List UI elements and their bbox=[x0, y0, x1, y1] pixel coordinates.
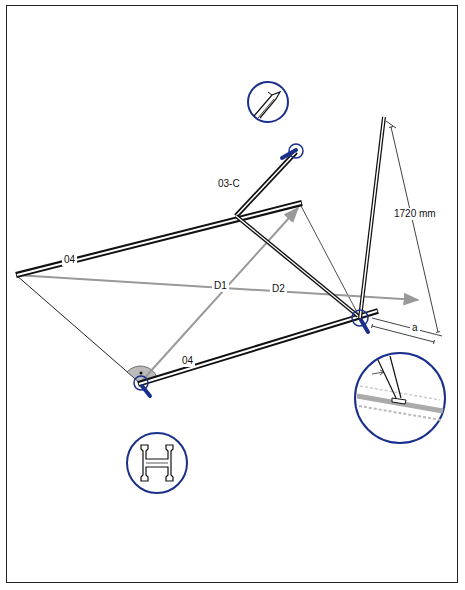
part-number: 04 bbox=[62, 254, 77, 266]
dimension-line bbox=[372, 121, 442, 336]
diagonal-label: D2 bbox=[270, 283, 287, 295]
dimension-label: 1720 mm bbox=[392, 208, 438, 220]
detail-ring bbox=[134, 376, 148, 390]
detail-ring bbox=[289, 144, 303, 158]
part-number: 04 bbox=[180, 355, 195, 367]
detail-marker bbox=[142, 150, 368, 396]
dimension-label: a bbox=[410, 322, 420, 334]
edge-line bbox=[16, 275, 140, 383]
dimension-line bbox=[372, 326, 434, 342]
brace bbox=[236, 152, 358, 316]
strut bbox=[360, 117, 384, 318]
part-number: 03-C bbox=[216, 178, 242, 190]
angle-dot bbox=[140, 372, 143, 375]
rail bbox=[16, 203, 378, 384]
detail-callout bbox=[355, 353, 445, 443]
diagonal-arrow bbox=[16, 275, 418, 300]
detail-callout bbox=[248, 82, 288, 122]
edge-line bbox=[300, 204, 360, 318]
frame bbox=[7, 6, 458, 583]
detail-ring bbox=[352, 310, 368, 326]
diagonal-label: D1 bbox=[212, 280, 229, 292]
profile-callout bbox=[127, 433, 187, 493]
